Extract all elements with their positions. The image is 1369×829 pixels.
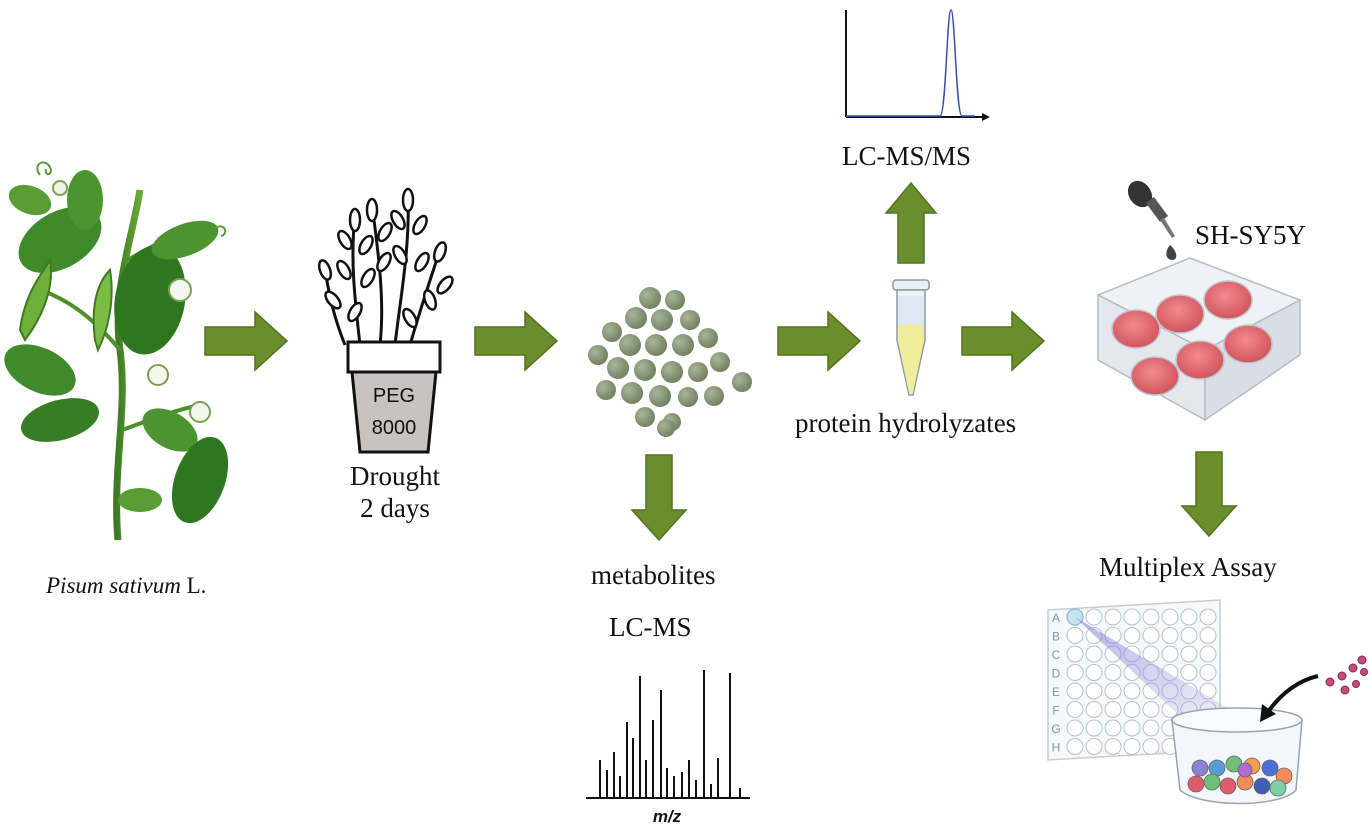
plate-well bbox=[1180, 645, 1198, 663]
plate-row-letter: G bbox=[1051, 722, 1060, 736]
plate-well bbox=[1123, 738, 1141, 755]
lcms-label: LC-MS bbox=[609, 612, 692, 642]
plate-well bbox=[1123, 627, 1141, 644]
arrow-tube-to-lcmsms bbox=[884, 181, 938, 264]
plate-well bbox=[1199, 608, 1217, 626]
plate-well bbox=[1180, 608, 1198, 626]
plate-well bbox=[1104, 701, 1122, 718]
plate-well bbox=[1066, 701, 1084, 718]
drought-label-line1: Drought bbox=[350, 461, 440, 491]
plate-well bbox=[1085, 664, 1103, 681]
plate-well bbox=[1085, 645, 1103, 663]
species-author: L. bbox=[180, 573, 207, 598]
species-label: Pisum sativum L. bbox=[46, 573, 206, 599]
plate-row-letter: D bbox=[1052, 667, 1061, 681]
plate-well bbox=[1066, 682, 1084, 700]
plate-well bbox=[1180, 664, 1198, 681]
plate-well bbox=[1123, 701, 1141, 718]
plate-row-letter: B bbox=[1052, 630, 1060, 644]
plate-well bbox=[1161, 627, 1179, 644]
lcmsms-chromatogram bbox=[845, 9, 990, 121]
plate-well bbox=[1142, 608, 1160, 626]
drought-label: Drought 2 days bbox=[330, 460, 460, 524]
multiplex-plate-illustration bbox=[1047, 599, 1368, 805]
plate-well bbox=[1161, 645, 1179, 663]
pea-plant-illustration bbox=[4, 161, 229, 541]
microcentrifuge-tube-icon bbox=[892, 279, 930, 396]
plate-well bbox=[1142, 738, 1160, 755]
lcmsms-label: LC-MS/MS bbox=[842, 141, 972, 171]
arrow-cells-to-assay bbox=[1180, 451, 1238, 538]
plate-well bbox=[1199, 664, 1217, 681]
plate-well bbox=[1142, 627, 1160, 644]
plate-well bbox=[1085, 738, 1103, 755]
plate-well bbox=[1123, 682, 1141, 700]
arrow-tube-to-cells bbox=[961, 310, 1046, 372]
arrow-peas-to-tube bbox=[777, 310, 862, 372]
dry-peas-illustration bbox=[588, 287, 752, 437]
plate-well bbox=[1104, 664, 1122, 681]
lcms-mass-spectrum bbox=[586, 670, 750, 799]
plate-well bbox=[1066, 627, 1084, 644]
plate-well bbox=[1066, 664, 1084, 681]
dropper-icon bbox=[1127, 180, 1177, 260]
pot-label-line1: PEG bbox=[373, 385, 415, 407]
plate-well bbox=[1085, 719, 1103, 737]
plate-well bbox=[1104, 682, 1122, 700]
spectrum-axis-label: m/z bbox=[653, 807, 682, 826]
plate-row-letter: C bbox=[1052, 648, 1061, 662]
plate-well bbox=[1161, 608, 1179, 626]
plate-well bbox=[1123, 608, 1141, 626]
plate-row-letter: A bbox=[1052, 611, 1060, 625]
plate-row-letter: E bbox=[1052, 685, 1060, 699]
species-name: Pisum sativum bbox=[46, 573, 181, 598]
cell-line-label: SH-SY5Y bbox=[1195, 220, 1307, 250]
potted-plant-illustration bbox=[317, 187, 454, 454]
plate-row-letter: F bbox=[1052, 704, 1059, 718]
multiplex-assay-label: Multiplex Assay bbox=[1099, 552, 1277, 582]
plate-well bbox=[1066, 719, 1084, 737]
plate-well bbox=[1066, 738, 1084, 755]
plate-well bbox=[1085, 608, 1103, 626]
drought-label-line2: 2 days bbox=[360, 493, 430, 523]
plate-well bbox=[1142, 719, 1160, 737]
flow-arrows bbox=[204, 181, 1238, 542]
plate-well bbox=[1104, 738, 1122, 755]
plate-well bbox=[1142, 645, 1160, 663]
plate-well bbox=[1199, 627, 1217, 644]
hydrolyzates-label: protein hydrolyzates bbox=[795, 408, 1017, 438]
metabolites-label: metabolites bbox=[591, 560, 716, 590]
plate-well bbox=[1104, 608, 1122, 626]
pot-label-line2: 8000 bbox=[372, 417, 417, 439]
arrow-plant-to-pot bbox=[204, 310, 289, 372]
plate-well bbox=[1085, 682, 1103, 700]
arrow-peas-to-metabolites bbox=[630, 454, 688, 542]
plate-well bbox=[1123, 719, 1141, 737]
plate-well bbox=[1142, 701, 1160, 718]
plate-well bbox=[1066, 645, 1084, 663]
arrow-pot-to-peas bbox=[474, 310, 559, 372]
plate-well bbox=[1199, 645, 1217, 663]
plate-well bbox=[1180, 627, 1198, 644]
six-well-plate-illustration bbox=[1096, 257, 1302, 422]
plate-row-letter: H bbox=[1052, 741, 1061, 755]
plate-well bbox=[1104, 719, 1122, 737]
plate-well bbox=[1085, 701, 1103, 718]
